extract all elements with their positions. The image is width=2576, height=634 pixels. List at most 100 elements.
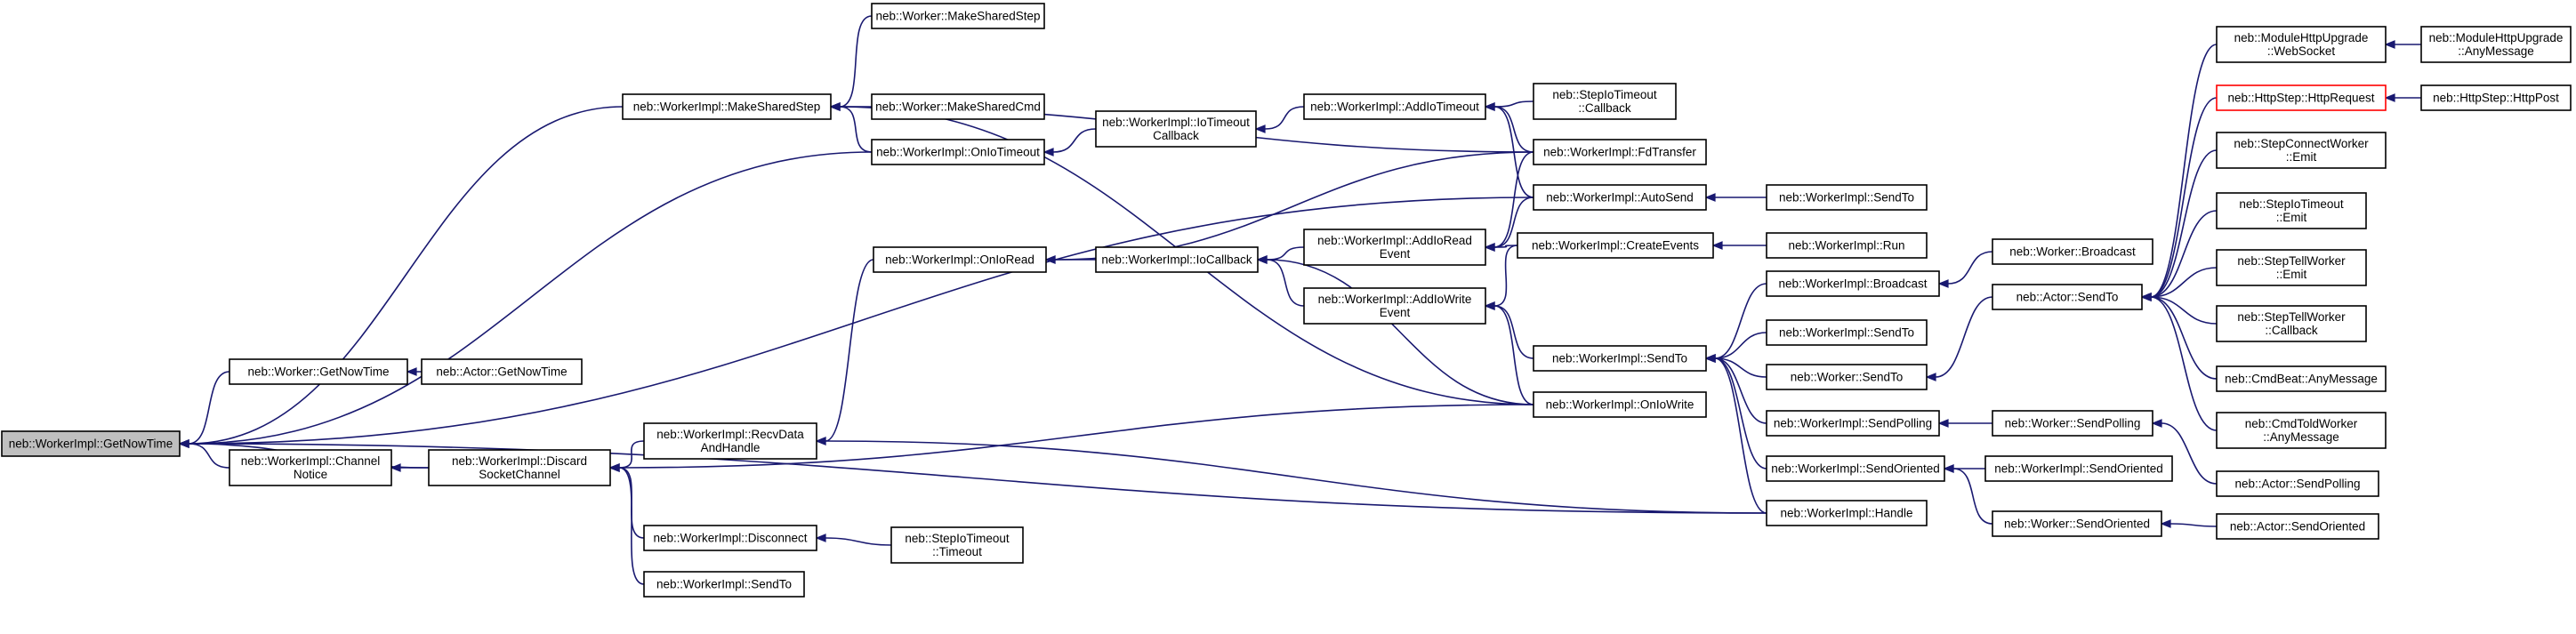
edge-line [2169, 523, 2218, 527]
edge-line [1052, 128, 1097, 153]
edge-line [1493, 305, 1534, 359]
node-label: ::Timeout [932, 545, 982, 558]
node-on_io_read[interactable]: neb::WorkerImpl::OnIoRead [873, 246, 1047, 273]
node-label: neb::CmdBeat::AnyMessage [2225, 373, 2378, 386]
node-a_getnowtime[interactable]: neb::Actor::GetNowTime [421, 358, 583, 385]
node-run[interactable]: neb::WorkerImpl::Run [1766, 232, 1928, 259]
node-sendto_discard[interactable]: neb::WorkerImpl::SendTo [643, 571, 805, 598]
node-w_send_polling[interactable]: neb::Worker::SendPolling [1992, 410, 2153, 437]
node-sendto_auto[interactable]: neb::WorkerImpl::SendTo [1766, 184, 1928, 211]
edge-line [2150, 267, 2218, 298]
node-box [1766, 232, 1928, 259]
edge-actor_sendto-to-w_sendto [1925, 296, 1993, 381]
edge-line [188, 371, 230, 445]
node-box [2216, 26, 2387, 63]
node-module_http_any[interactable]: neb::ModuleHttpUpgrade::AnyMessage [2420, 26, 2572, 63]
node-module_http_ws[interactable]: neb::ModuleHttpUpgrade::WebSocket [2216, 26, 2387, 63]
node-disconnect[interactable]: neb::WorkerImpl::Disconnect [643, 525, 817, 551]
node-w_send_oriented[interactable]: neb::Worker::SendOriented [1992, 510, 2162, 537]
node-box [1766, 364, 1928, 390]
node-label: neb::WorkerImpl::IoCallback [1101, 253, 1252, 267]
node-io_callback[interactable]: neb::WorkerImpl::IoCallback [1095, 246, 1259, 273]
node-step_tell_cb[interactable]: neb::StepTellWorker::Callback [2216, 305, 2367, 342]
node-send_polling[interactable]: neb::WorkerImpl::SendPolling [1766, 410, 1940, 437]
node-on_io_timeout[interactable]: neb::WorkerImpl::OnIoTimeout [871, 139, 1045, 165]
edge-sendto_auto-to-auto_send [1704, 193, 1767, 202]
node-w_broadcast[interactable]: neb::Worker::Broadcast [1992, 238, 2153, 265]
node-label: neb::StepIoTimeout [2239, 197, 2344, 211]
node-label: ::Callback [1578, 101, 1631, 115]
edge-line [188, 443, 230, 469]
node-add_io_timeout[interactable]: neb::WorkerImpl::AddIoTimeout [1303, 93, 1486, 120]
node-send_oriented_2[interactable]: neb::WorkerImpl::SendOriented [1984, 455, 2173, 482]
node-label: neb::WorkerImpl::CreateEvents [1532, 239, 1699, 253]
edge-module_http_any-to-module_http_ws [2384, 40, 2421, 49]
node-box [2216, 470, 2379, 497]
node-a_send_polling[interactable]: neb::Actor::SendPolling [2216, 470, 2379, 497]
node-label: neb::StepTellWorker [2237, 310, 2346, 324]
node-step_connect_emit[interactable]: neb::StepConnectWorker::Emit [2216, 132, 2387, 169]
node-fd_transfer[interactable]: neb::WorkerImpl::FdTransfer [1533, 139, 1707, 165]
node-label: ::AnyMessage [2263, 430, 2339, 444]
node-label: neb::WorkerImpl::SendTo [1552, 352, 1687, 365]
node-step_io_timeout_emit[interactable]: neb::StepIoTimeout::Emit [2216, 192, 2367, 229]
node-broadcast_impl[interactable]: neb::WorkerImpl::Broadcast [1766, 270, 1940, 297]
node-box [2216, 513, 2379, 540]
node-w_make_shared_cmd[interactable]: neb::Worker::MakeSharedCmd [871, 93, 1045, 120]
node-box [871, 139, 1045, 165]
node-label: AndHandle [701, 441, 761, 454]
node-a_send_oriented[interactable]: neb::Actor::SendOriented [2216, 513, 2379, 540]
node-label: neb::WorkerImpl::Channel [241, 454, 381, 468]
edge-handle-to-sendto_main [1704, 354, 1767, 514]
node-label: neb::HttpStep::HttpPost [2433, 92, 2559, 105]
node-w_sendto[interactable]: neb::Worker::SendTo [1766, 364, 1928, 390]
node-box [1766, 410, 1940, 437]
node-box [1992, 284, 2143, 310]
node-on_io_write[interactable]: neb::WorkerImpl::OnIoWrite [1533, 391, 1707, 418]
node-make_shared_step[interactable]: neb::WorkerImpl::MakeSharedStep [622, 93, 832, 120]
edge-run-to-create_events [1711, 241, 1767, 250]
node-box [643, 422, 817, 460]
node-cmd_beat_any[interactable]: neb::CmdBeat::AnyMessage [2216, 365, 2387, 392]
node-sendto_main[interactable]: neb::WorkerImpl::SendTo [1533, 345, 1707, 372]
node-handle[interactable]: neb::WorkerImpl::Handle [1766, 500, 1928, 526]
edge-line [1493, 100, 1534, 108]
edge-line [2150, 296, 2218, 380]
edge-step_io_timeout_timeout-to-disconnect [815, 534, 892, 546]
node-box [643, 571, 805, 598]
node-http_step_post[interactable]: neb::HttpStep::HttpPost [2420, 84, 2572, 111]
node-send_oriented[interactable]: neb::WorkerImpl::SendOriented [1766, 455, 1945, 482]
node-label: neb::WorkerImpl::AutoSend [1546, 191, 1694, 205]
node-http_step_request[interactable]: neb::HttpStep::HttpRequest [2216, 84, 2387, 111]
node-auto_send[interactable]: neb::WorkerImpl::AutoSend [1533, 184, 1707, 211]
node-step_tell_emit[interactable]: neb::StepTellWorker::Emit [2216, 249, 2367, 286]
node-label: neb::WorkerImpl::SendOriented [1994, 462, 2163, 476]
node-create_events[interactable]: neb::WorkerImpl::CreateEvents [1517, 232, 1714, 259]
node-box [2420, 26, 2572, 63]
edge-w_send_oriented-to-send_oriented [1943, 464, 1993, 525]
node-label: neb::Actor::SendTo [2017, 291, 2119, 304]
edge-arrowhead [406, 367, 417, 376]
node-box [1517, 232, 1714, 259]
edge-line [825, 440, 1767, 514]
node-step_io_timeout_timeout[interactable]: neb::StepIoTimeout::Timeout [890, 526, 1024, 564]
node-box [1766, 319, 1928, 346]
node-step_io_timeout_cb[interactable]: neb::StepIoTimeout::Callback [1533, 83, 1677, 120]
node-box [421, 358, 583, 385]
edge-line [618, 404, 1534, 469]
node-box [2420, 84, 2572, 111]
node-actor_sendto[interactable]: neb::Actor::SendTo [1992, 284, 2143, 310]
node-sendto_second[interactable]: neb::WorkerImpl::SendTo [1766, 319, 1928, 346]
node-w_getnowtime[interactable]: neb::Worker::GetNowTime [229, 358, 408, 385]
node-w_make_shared_step[interactable]: neb::Worker::MakeSharedStep [871, 3, 1045, 29]
edge-w_make_shared_step-to-make_shared_step [829, 15, 873, 111]
edge-sendto_discard-to-discard [608, 463, 645, 585]
node-cmd_told_any[interactable]: neb::CmdToldWorker::AnyMessage [2216, 412, 2387, 449]
node-root[interactable]: neb::WorkerImpl::GetNowTime [1, 430, 181, 457]
